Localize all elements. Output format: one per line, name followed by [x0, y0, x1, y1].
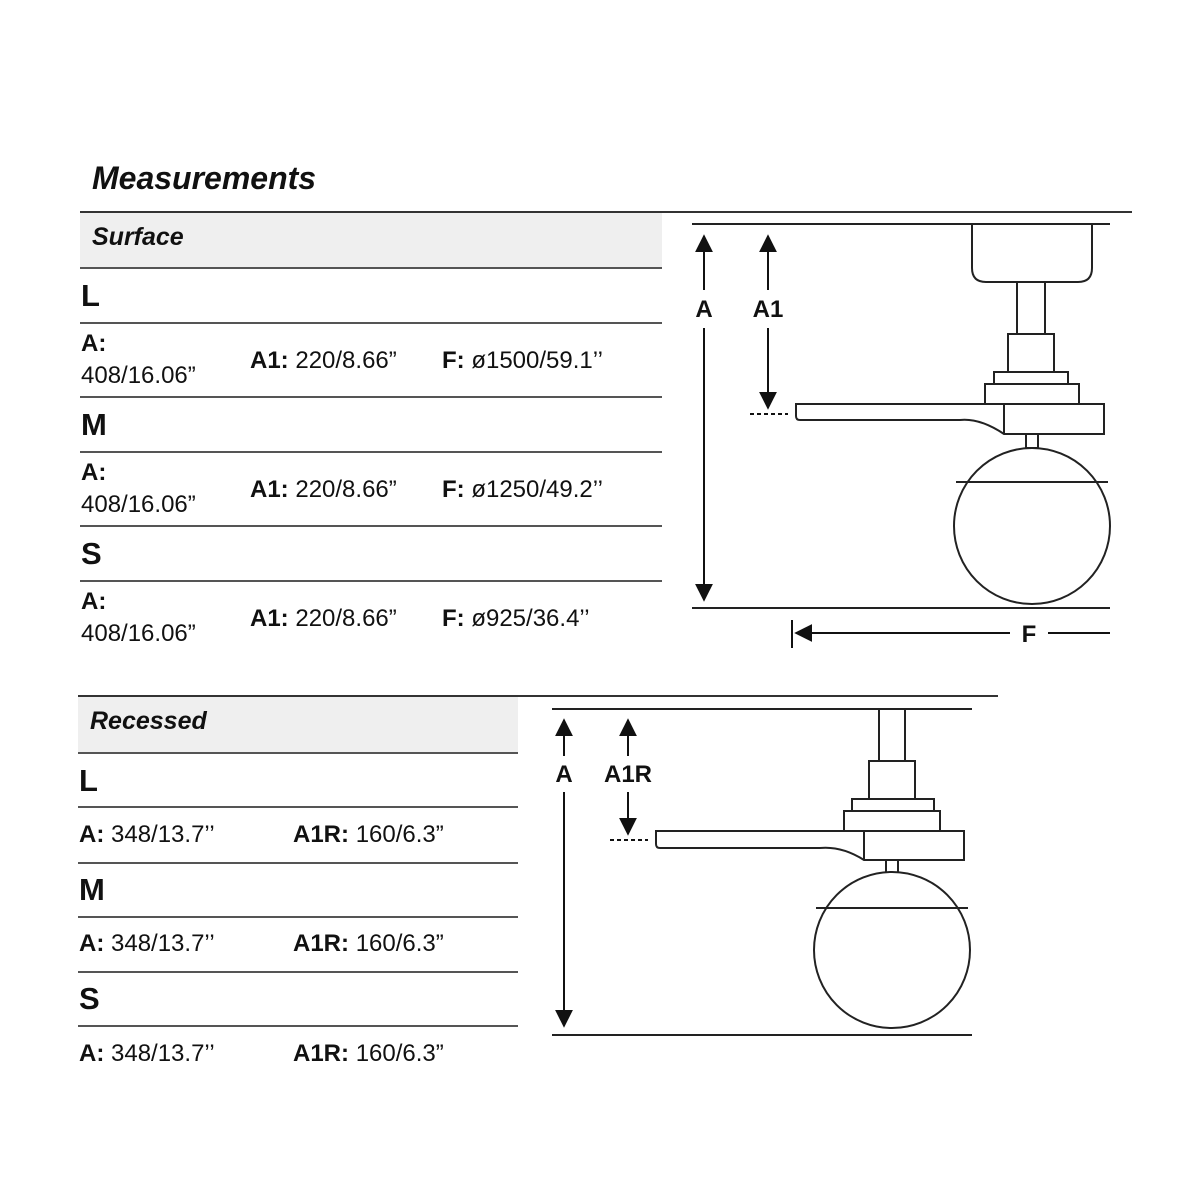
f-value: ø1250/49.2’’	[471, 476, 603, 503]
surface-label-a1: A1	[753, 296, 784, 323]
f-value: ø925/36.4’’	[471, 605, 590, 632]
a-value: 408/16.06”	[81, 620, 196, 647]
surface-size-l: L	[81, 278, 100, 313]
surface-s-f: F: ø925/36.4’’	[442, 605, 590, 633]
surface-s-a: A: 408/16.06”	[81, 586, 196, 650]
a-key: A:	[81, 330, 107, 357]
page-title: Measurements	[92, 160, 317, 196]
surface-label-f: F	[1022, 621, 1037, 648]
a1r-key: A1R:	[293, 930, 350, 957]
a-key: A:	[81, 588, 107, 615]
surface-l-f: F: ø1500/59.1’’	[442, 347, 603, 375]
f-key: F:	[442, 476, 465, 503]
divider	[80, 525, 662, 527]
recessed-l-a: A: 348/13.7’’	[79, 821, 215, 849]
a-value: 408/16.06”	[81, 491, 196, 518]
f-key: F:	[442, 347, 465, 374]
fan-blade	[795, 403, 1105, 435]
a1-value: 220/8.66”	[295, 347, 397, 374]
recessed-globe	[813, 871, 971, 1029]
divider	[80, 322, 662, 324]
surface-dimensions	[695, 234, 1110, 648]
downrod	[1016, 281, 1046, 335]
a-value: 348/13.7’’	[111, 821, 215, 848]
recessed-motor-housing	[843, 810, 941, 832]
recessed-fan-drawing	[552, 708, 972, 1036]
surface-l-a: A: 408/16.06”	[81, 328, 196, 392]
canopy	[971, 223, 1093, 283]
recessed-m-a1r: A1R: 160/6.3”	[293, 930, 444, 958]
divider	[78, 862, 518, 864]
divider	[80, 396, 662, 398]
a1-key: A1:	[250, 476, 289, 503]
a1-key: A1:	[250, 347, 289, 374]
recessed-downrod	[878, 708, 906, 762]
surface-s-a1: A1: 220/8.66”	[250, 605, 397, 633]
a-value: 348/13.7’’	[111, 1040, 215, 1067]
globe	[953, 447, 1111, 605]
motor-top	[1007, 333, 1055, 373]
a-key: A:	[79, 821, 105, 848]
a1r-value: 160/6.3”	[355, 1040, 444, 1067]
surface-m-a: A: 408/16.06”	[81, 457, 196, 521]
a1-value: 220/8.66”	[295, 605, 397, 632]
recessed-top-rule	[78, 695, 998, 697]
surface-m-f: F: ø1250/49.2’’	[442, 476, 603, 504]
a1r-value: 160/6.3”	[355, 821, 444, 848]
a1-value: 220/8.66”	[295, 476, 397, 503]
divider	[80, 451, 662, 453]
a-key: A:	[79, 930, 105, 957]
divider	[80, 267, 662, 269]
recessed-l-a1r: A1R: 160/6.3”	[293, 821, 444, 849]
a1r-key: A1R:	[293, 821, 350, 848]
recessed-s-a: A: 348/13.7’’	[79, 1040, 215, 1068]
divider	[80, 580, 662, 582]
a-value: 348/13.7’’	[111, 930, 215, 957]
divider	[78, 752, 518, 754]
recessed-s-a1r: A1R: 160/6.3”	[293, 1040, 444, 1068]
surface-label-a: A	[695, 296, 712, 323]
surface-top-rule	[80, 211, 1132, 213]
divider	[78, 806, 518, 808]
surface-l-a1: A1: 220/8.66”	[250, 347, 397, 375]
recessed-heading: Recessed	[90, 707, 207, 735]
motor-housing	[984, 383, 1080, 405]
recessed-size-m: M	[79, 872, 105, 907]
divider	[78, 1025, 518, 1027]
f-value: ø1500/59.1’’	[471, 347, 603, 374]
a1r-value: 160/6.3”	[355, 930, 444, 957]
a1-key: A1:	[250, 605, 289, 632]
recessed-motor-collar	[851, 798, 935, 812]
recessed-motor-top	[868, 760, 916, 800]
recessed-dimensions	[555, 718, 648, 1028]
surface-header: Surface	[80, 213, 662, 267]
recessed-size-l: L	[79, 763, 98, 798]
globe-stem	[1025, 433, 1039, 449]
recessed-label-a: A	[555, 761, 572, 788]
surface-size-m: M	[81, 407, 107, 442]
a-key: A:	[81, 459, 107, 486]
divider	[78, 916, 518, 918]
a-key: A:	[79, 1040, 105, 1067]
f-key: F:	[442, 605, 465, 632]
surface-m-a1: A1: 220/8.66”	[250, 476, 397, 504]
surface-size-s: S	[81, 536, 102, 571]
recessed-fan-blade	[655, 830, 965, 861]
recessed-label-a1r: A1R	[604, 761, 652, 788]
recessed-size-s: S	[79, 981, 100, 1016]
recessed-header: Recessed	[78, 697, 518, 752]
a1r-key: A1R:	[293, 1040, 350, 1067]
divider	[78, 971, 518, 973]
surface-heading: Surface	[92, 223, 184, 251]
a-value: 408/16.06”	[81, 362, 196, 389]
surface-fan-drawing	[692, 223, 1111, 609]
motor-collar	[993, 371, 1069, 385]
recessed-m-a: A: 348/13.7’’	[79, 930, 215, 958]
